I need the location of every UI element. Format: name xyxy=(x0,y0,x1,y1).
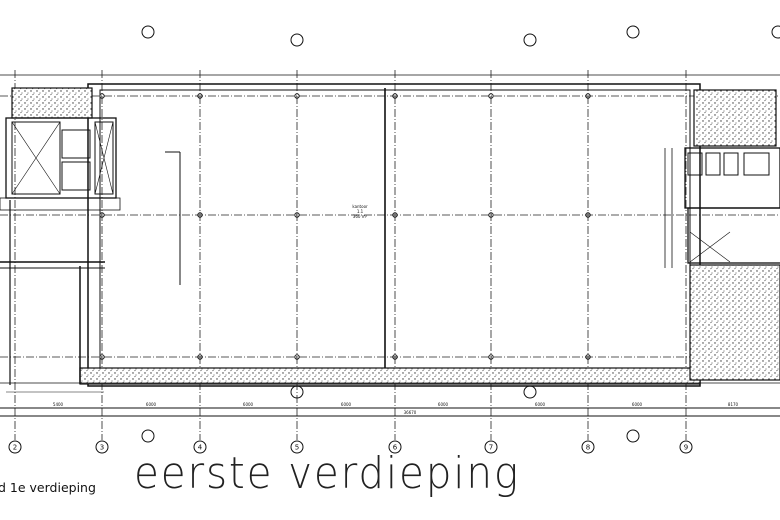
grid-lines xyxy=(14,70,687,440)
grid-axis-label: 6 xyxy=(393,444,398,452)
left-core xyxy=(0,87,121,385)
drawing-subtitle: d 1e verdieping xyxy=(0,480,96,495)
grid-axis-bubble: 9 xyxy=(679,440,693,454)
dimension-label: 6000 xyxy=(146,402,157,407)
dimension-label: 6000 xyxy=(243,402,254,407)
column xyxy=(585,354,591,360)
total-dimension: 36670 xyxy=(404,410,417,415)
grid-axis-bubble: 4 xyxy=(193,440,207,454)
column xyxy=(197,212,203,218)
column xyxy=(197,354,203,360)
grid-axis-bubble: 5 xyxy=(290,440,304,454)
section-markers xyxy=(141,25,780,443)
grid-axis-bubble: 2 xyxy=(8,440,22,454)
horizontal-grid-lines xyxy=(0,95,780,358)
grid-axis-bubbles: 2 3 4 5 6 7 8 9 xyxy=(8,440,693,454)
column xyxy=(294,212,300,218)
dimension-label: 6000 xyxy=(438,402,449,407)
drawing-title: eerste verdieping xyxy=(134,448,520,499)
grid-axis-label: 3 xyxy=(100,444,104,452)
grid-axis-label: 9 xyxy=(684,444,688,452)
grid-axis-bubble: 8 xyxy=(581,440,595,454)
dimension-label: 6000 xyxy=(341,402,352,407)
main-floor-outline xyxy=(79,83,701,387)
column xyxy=(99,354,105,360)
section-marker-icon xyxy=(290,33,304,399)
column xyxy=(294,93,300,99)
grid-axis-bubble: 6 xyxy=(388,440,402,454)
column xyxy=(488,354,494,360)
columns xyxy=(99,93,591,360)
column xyxy=(294,354,300,360)
grid-axis-label: 4 xyxy=(198,444,203,452)
dimension-label: 5400 xyxy=(53,402,64,407)
section-marker-icon xyxy=(523,33,537,399)
section-marker-icon xyxy=(141,25,155,443)
column xyxy=(197,93,203,99)
column xyxy=(392,354,398,360)
column xyxy=(392,93,398,99)
grid-axis-bubble: 7 xyxy=(484,440,498,454)
column xyxy=(585,212,591,218)
column xyxy=(585,93,591,99)
grid-axis-label: 8 xyxy=(586,444,590,452)
dimension-label: 6000 xyxy=(535,402,546,407)
section-marker-icon xyxy=(626,25,640,443)
column xyxy=(392,212,398,218)
grid-axis-label: 5 xyxy=(295,444,299,452)
column xyxy=(488,212,494,218)
room-label-number: 1.1 xyxy=(357,209,364,214)
dimension-labels: 5400 6000 6000 6000 6000 6000 6000 8170 xyxy=(53,402,739,407)
bottom-dimension-lines xyxy=(0,382,780,417)
column xyxy=(488,93,494,99)
room-label-area: 360 m² xyxy=(353,214,368,219)
dimension-label: 6000 xyxy=(632,402,643,407)
room-label-name: kantoor xyxy=(352,204,368,209)
column xyxy=(99,212,105,218)
grid-axis-bubble: 3 xyxy=(95,440,109,454)
dimension-label: 8170 xyxy=(728,402,739,407)
grid-axis-label: 7 xyxy=(489,444,493,452)
column xyxy=(99,93,105,99)
grid-axis-label: 2 xyxy=(13,444,17,452)
right-core xyxy=(664,89,780,381)
